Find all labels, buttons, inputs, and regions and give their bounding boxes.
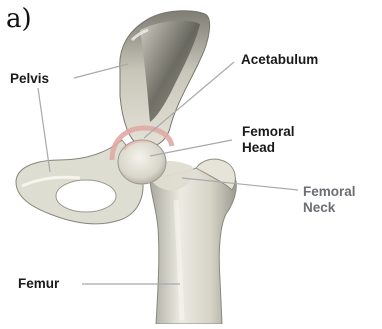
pelvis-leader-line-lower bbox=[38, 88, 50, 172]
femoral-head bbox=[118, 140, 166, 184]
label-femur: Femur bbox=[18, 276, 59, 292]
femur-bone bbox=[150, 159, 236, 324]
label-femoral-neck: Femoral Neck bbox=[303, 184, 356, 216]
panel-letter: a) bbox=[6, 4, 32, 34]
femoral-head-leader-line bbox=[150, 140, 232, 156]
label-femoral-neck-line1: Femoral bbox=[303, 184, 356, 200]
label-acetabulum: Acetabulum bbox=[241, 52, 318, 68]
label-femoral-neck-line2: Neck bbox=[303, 200, 356, 216]
label-pelvis: Pelvis bbox=[10, 71, 49, 87]
label-femoral-head-line1: Femoral bbox=[242, 124, 295, 140]
label-femoral-head: Femoral Head bbox=[242, 124, 295, 156]
label-femoral-head-line2: Head bbox=[242, 140, 295, 156]
